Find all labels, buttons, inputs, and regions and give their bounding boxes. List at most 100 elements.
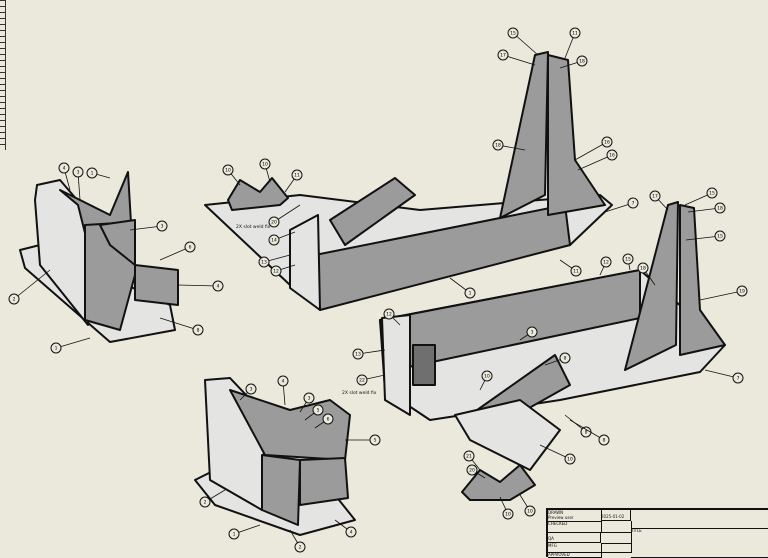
item-balloon[interactable]: 17: [649, 190, 669, 211]
item-balloon[interactable]: 6: [159, 241, 196, 261]
item-balloon[interactable]: 3: [299, 392, 315, 413]
rear-plate: [134, 264, 179, 306]
item-balloon[interactable]: 3: [239, 383, 257, 401]
balloon-circle: [492, 139, 504, 151]
balloon-circle: [8, 293, 20, 305]
balloon-leader: [699, 290, 743, 301]
balloon-circle: [228, 528, 240, 540]
item-balloon[interactable]: 12: [599, 256, 612, 276]
item-balloon[interactable]: 15: [684, 187, 718, 206]
item-balloon[interactable]: 20: [268, 204, 301, 228]
balloon-number: 8: [603, 438, 606, 444]
balloon-circle: [245, 383, 257, 395]
balloon-number: 8: [564, 356, 567, 362]
item-balloon[interactable]: 10: [479, 370, 493, 391]
balloon-number: 13: [355, 352, 361, 358]
item-balloon[interactable]: 21: [463, 450, 481, 471]
item-balloon[interactable]: 2: [289, 529, 306, 553]
item-balloon[interactable]: 18: [492, 139, 526, 151]
item-balloon[interactable]: 3: [129, 220, 168, 232]
drawn-cell: DRAWN Preview user: [548, 510, 602, 522]
item-balloon[interactable]: 11: [284, 169, 303, 193]
item-balloon[interactable]: 18: [559, 55, 588, 69]
left-assembly[interactable]: [19, 171, 179, 343]
item-balloon[interactable]: 15: [685, 230, 726, 242]
balloon-number: 12: [603, 260, 609, 266]
item-balloon[interactable]: 11: [559, 259, 582, 277]
item-balloon[interactable]: 10: [259, 158, 271, 183]
balloon-number: 11: [573, 269, 579, 275]
item-balloon[interactable]: 1: [50, 337, 91, 354]
balloon-number: 12: [273, 269, 279, 275]
item-balloon[interactable]: 16: [577, 149, 618, 171]
balloon-number: 5: [317, 408, 320, 414]
item-balloon[interactable]: 10: [519, 494, 536, 517]
item-balloon[interactable]: 13: [352, 348, 386, 360]
item-balloon[interactable]: 1: [449, 277, 476, 299]
balloon-circle: [507, 27, 519, 39]
balloon-number: 10: [484, 374, 490, 380]
right-tower-right: [679, 204, 726, 356]
item-balloon[interactable]: 17: [497, 49, 536, 66]
item-balloon[interactable]: 12: [383, 308, 401, 326]
balloon-circle: [50, 342, 62, 354]
item-balloon[interactable]: 2: [199, 489, 226, 508]
item-balloon[interactable]: 8: [564, 414, 592, 438]
item-balloon[interactable]: 12: [270, 264, 296, 277]
item-balloon[interactable]: 1: [228, 524, 261, 540]
item-balloon[interactable]: 20: [466, 464, 486, 479]
item-balloon[interactable]: 7: [604, 197, 639, 213]
balloon-circle: [601, 136, 613, 148]
balloon-number: 7: [632, 201, 635, 207]
top-assembly[interactable]: [204, 177, 613, 311]
item-balloon[interactable]: 4: [177, 280, 224, 292]
item-balloon[interactable]: 5: [345, 434, 381, 446]
item-balloon[interactable]: 15: [507, 27, 539, 56]
item-balloon[interactable]: 10: [539, 444, 576, 465]
tower[interactable]: [499, 51, 606, 219]
balloon-number: 8: [197, 328, 200, 334]
bottom-assembly[interactable]: [194, 377, 356, 536]
item-balloon[interactable]: 14: [268, 231, 296, 246]
item-balloon[interactable]: 4: [277, 375, 289, 406]
item-balloon[interactable]: 22: [356, 374, 386, 386]
right-assembly[interactable]: [379, 201, 726, 501]
balloon-circle: [356, 374, 368, 386]
item-balloon[interactable]: 2: [8, 269, 51, 305]
item-balloon[interactable]: 3: [519, 326, 538, 341]
small-bracket: [461, 464, 536, 501]
drawn-by: Preview user: [548, 515, 574, 520]
item-balloon[interactable]: 18: [637, 262, 656, 286]
item-balloon[interactable]: 15: [622, 253, 634, 271]
tower-right: [547, 54, 606, 216]
side-frame: [34, 179, 91, 326]
item-balloon[interactable]: 10: [499, 496, 514, 520]
balloon-leader: [539, 444, 571, 460]
balloon-number: 10: [262, 162, 268, 168]
balloon-circle: [303, 392, 315, 404]
balloon-number: 4: [217, 284, 220, 290]
balloon-circle: [576, 55, 588, 67]
item-balloon[interactable]: 1: [86, 167, 111, 179]
item-balloon[interactable]: 16: [574, 136, 613, 161]
item-balloon[interactable]: 8: [544, 352, 571, 366]
balloon-number: 17: [500, 53, 506, 59]
item-balloon[interactable]: 5: [304, 404, 324, 421]
item-balloon[interactable]: 4: [58, 162, 71, 191]
item-balloon[interactable]: 8: [569, 419, 610, 446]
balloon-circle: [714, 202, 726, 214]
item-balloon[interactable]: 6: [314, 413, 334, 429]
item-balloon[interactable]: 13: [258, 254, 291, 268]
item-balloon[interactable]: 10: [222, 164, 241, 186]
balloon-circle: [58, 162, 70, 174]
item-balloon[interactable]: 11: [564, 27, 581, 59]
item-balloon[interactable]: 7: [704, 369, 744, 384]
balloon-circle: [345, 526, 357, 538]
item-balloon[interactable]: 18: [687, 202, 726, 214]
item-balloon[interactable]: 3: [72, 166, 84, 201]
drawn-label: DRAWN: [548, 510, 564, 515]
item-balloon[interactable]: 8: [159, 317, 204, 336]
item-balloon[interactable]: 4: [334, 519, 357, 538]
item-balloon[interactable]: 19: [699, 285, 748, 301]
